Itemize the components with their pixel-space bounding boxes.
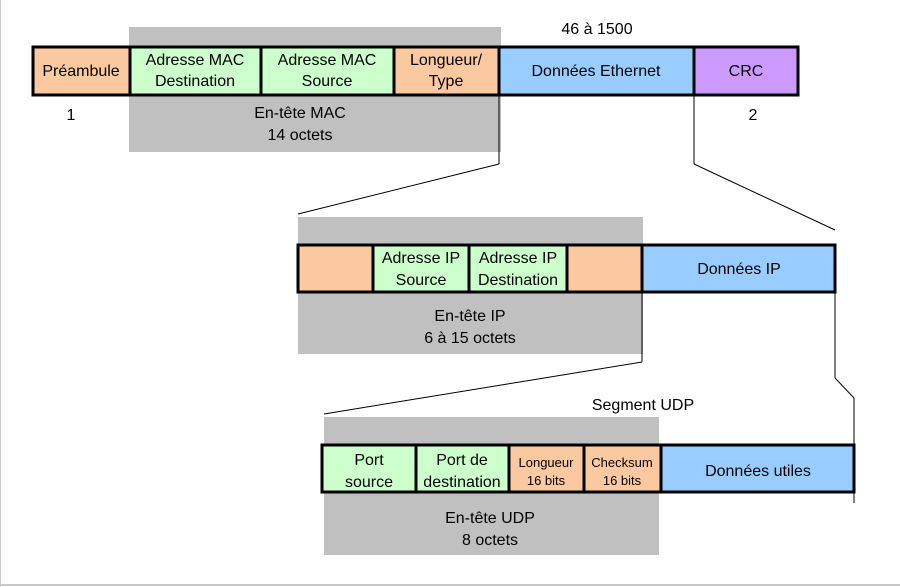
- mac-source-cell: [259, 45, 396, 97]
- udp-checksum-label-1: Checksum: [591, 455, 652, 470]
- ip-destination-label-2: Destination: [478, 272, 558, 289]
- crc-cell: [692, 45, 800, 97]
- ip-source-cell: [371, 243, 471, 294]
- port-destination-cell: [414, 443, 511, 494]
- udp-header-size: 8 octets: [462, 532, 518, 549]
- udp-segment-label: Segment UDP: [592, 397, 694, 414]
- donnees-ip-cell: [640, 243, 837, 294]
- mac-destination-cell: [128, 45, 263, 97]
- mac-source-label-2: Source: [302, 73, 353, 90]
- preambule-cell: [31, 45, 132, 97]
- preambule-size-label: 1: [67, 107, 76, 124]
- connector-line: [693, 163, 836, 231]
- udp-longueur-label-2: 16 bits: [527, 473, 566, 488]
- port-source-cell: [320, 443, 418, 494]
- mac-destination-label-2: Destination: [155, 73, 235, 90]
- port-destination-label-2: destination: [423, 474, 500, 491]
- connector-line: [323, 361, 643, 415]
- mac-destination-label-1: Adresse MAC: [146, 52, 245, 69]
- udp-longueur-label-1: Longueur: [519, 455, 575, 470]
- preambule-label: Préambule: [42, 63, 119, 80]
- crc-size-label: 2: [749, 107, 758, 124]
- ip-header-field-cell: [296, 243, 375, 294]
- longueur-type-label-2: Type: [429, 73, 464, 90]
- ip-header-field-cell: [565, 243, 644, 294]
- donnees-utiles-label: Données utiles: [705, 463, 811, 480]
- ethernet-data-size-label: 46 à 1500: [561, 21, 632, 38]
- udp-header-title: En-tête UDP: [445, 510, 535, 527]
- ip-header-title: En-tête IP: [434, 308, 505, 325]
- port-source-label-1: Port: [354, 452, 384, 469]
- longueur-type-label-1: Longueur/: [410, 52, 483, 69]
- ip-source-label-2: Source: [396, 272, 447, 289]
- donnees-utiles-cell: [659, 443, 856, 494]
- mac-header-title: En-tête MAC: [254, 105, 346, 122]
- longueur-type-cell: [392, 45, 501, 97]
- crc-label: CRC: [729, 63, 764, 80]
- donnees-ethernet-label: Données Ethernet: [532, 63, 662, 80]
- mac-source-label-1: Adresse MAC: [278, 52, 377, 69]
- port-destination-label-1: Port de: [436, 452, 488, 469]
- ip-source-label-1: Adresse IP: [382, 250, 460, 267]
- connector-line: [834, 377, 855, 399]
- ip-destination-label-1: Adresse IP: [479, 250, 557, 267]
- udp-longueur-cell: [507, 443, 586, 494]
- udp-checksum-label-2: 16 bits: [603, 473, 642, 488]
- connector-line: [297, 163, 500, 215]
- udp-checksum-cell: [582, 443, 663, 494]
- donnees-ip-label: Données IP: [697, 261, 781, 278]
- ip-header-size: 6 à 15 octets: [424, 330, 516, 347]
- port-source-label-2: source: [345, 474, 393, 491]
- mac-header-size: 14 octets: [268, 127, 333, 144]
